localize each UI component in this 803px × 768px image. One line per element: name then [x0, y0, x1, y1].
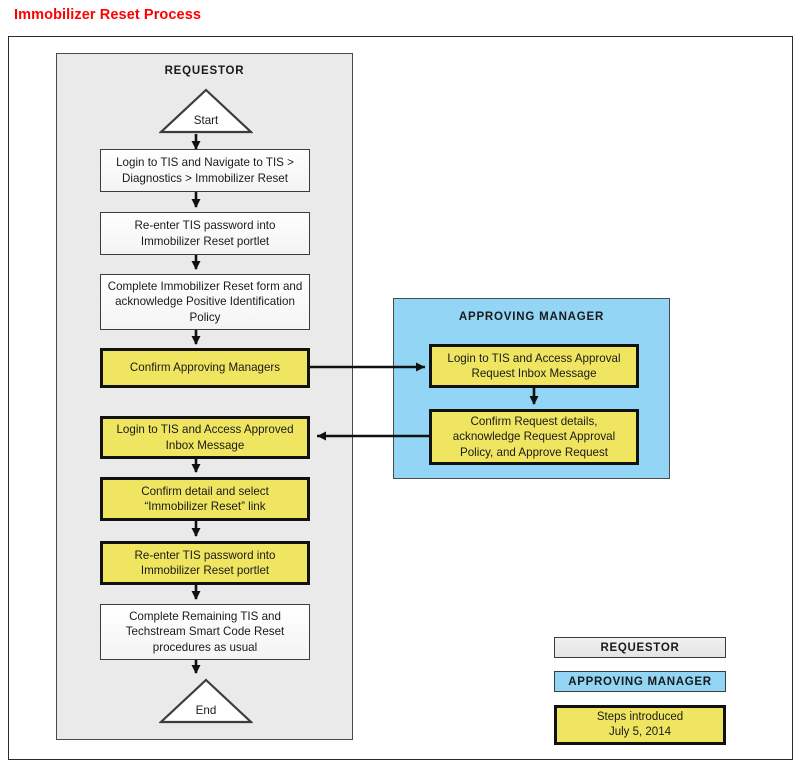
step-access-approved-inbox[interactable]: Login to TIS and Access Approved Inbox M…: [100, 416, 310, 459]
legend: REQUESTOR APPROVING MANAGER Steps introd…: [554, 637, 726, 745]
legend-steps-line2: July 5, 2014: [608, 726, 671, 738]
page-title: Immobilizer Reset Process: [14, 7, 202, 23]
swimlane-approving-manager-title: APPROVING MANAGER: [458, 311, 605, 323]
step-access-approval-request-inbox[interactable]: Login to TIS and Access Approval Request…: [429, 344, 639, 388]
step-complete-form-positive-id[interactable]: Complete Immobilizer Reset form and ackn…: [100, 274, 310, 330]
step-reenter-password-2[interactable]: Re-enter TIS password into Immobilizer R…: [100, 541, 310, 585]
step-confirm-detail-select-link[interactable]: Confirm detail and select “Immobilizer R…: [100, 477, 310, 521]
step-complete-remaining-procedures[interactable]: Complete Remaining TIS and Techstream Sm…: [100, 604, 310, 660]
legend-steps-line1: Steps introduced: [596, 710, 684, 723]
end-terminator: End: [159, 678, 253, 724]
step-login-navigate-tis[interactable]: Login to TIS and Navigate to TIS > Diagn…: [100, 149, 310, 192]
step-reenter-password-1[interactable]: Re-enter TIS password into Immobilizer R…: [100, 212, 310, 255]
step-confirm-and-approve-request[interactable]: Confirm Request details, acknowledge Req…: [429, 409, 639, 465]
legend-item-requestor: REQUESTOR: [554, 637, 726, 658]
start-terminator: Start: [159, 88, 253, 134]
step-confirm-approving-managers[interactable]: Confirm Approving Managers: [100, 348, 310, 388]
swimlane-requestor-title: REQUESTOR: [164, 65, 245, 77]
legend-item-approving-manager: APPROVING MANAGER: [554, 671, 726, 692]
end-label: End: [195, 704, 217, 717]
start-label: Start: [193, 114, 219, 127]
legend-item-steps-introduced: Steps introduced July 5, 2014: [554, 705, 726, 745]
diagram-frame: REQUESTOR APPROVING MANAGER Start Login …: [8, 36, 793, 760]
